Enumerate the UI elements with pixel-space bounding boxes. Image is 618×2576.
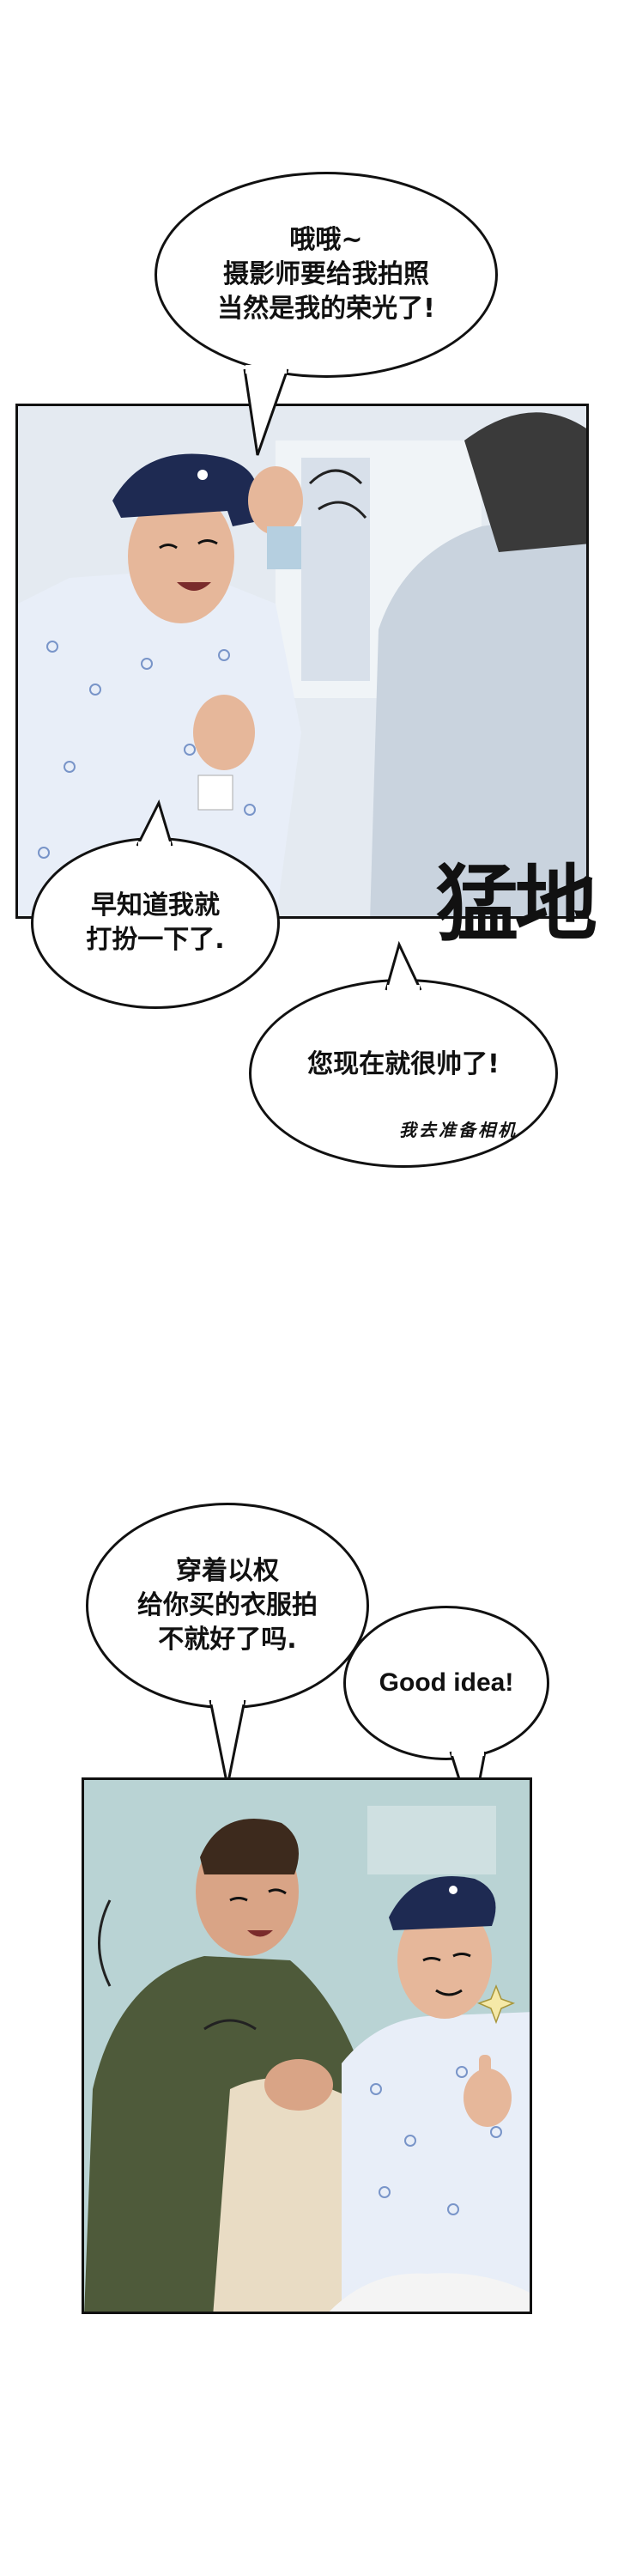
panel-2-art xyxy=(84,1780,530,2312)
speech-bubble-1: 哦哦~ 摄影师要给我拍照 当然是我的荣光了! xyxy=(154,172,498,378)
speech-tail-4 xyxy=(209,1696,246,1787)
speech-tail-1 xyxy=(243,365,289,456)
speech-bubble-4: 穿着以权 给你买的衣服拍 不就好了吗. xyxy=(86,1503,369,1709)
speech-text-1: 哦哦~ 摄影师要给我拍照 当然是我的荣光了! xyxy=(217,225,435,324)
comic-panel-2 xyxy=(82,1777,532,2314)
aside-note-camera: 我去准备相机 xyxy=(399,1120,518,1140)
speech-bubble-5: Good idea! xyxy=(343,1606,549,1760)
speech-text-3: 您现在就很帅了! xyxy=(307,1049,500,1079)
speech-tail-2 xyxy=(136,799,173,850)
speech-text-5: Good idea! xyxy=(379,1668,514,1697)
panel-1-art xyxy=(18,406,586,916)
comic-panel-1 xyxy=(15,404,589,919)
speech-text-4: 穿着以权 给你买的衣服拍 不就好了吗. xyxy=(137,1556,318,1655)
speech-tail-3 xyxy=(385,940,422,992)
speech-bubble-2: 早知道我就 打扮一下了. xyxy=(31,837,280,1009)
speech-text-2: 早知道我就 打扮一下了. xyxy=(86,890,225,955)
sfx-slam: 猛地 xyxy=(436,855,597,952)
